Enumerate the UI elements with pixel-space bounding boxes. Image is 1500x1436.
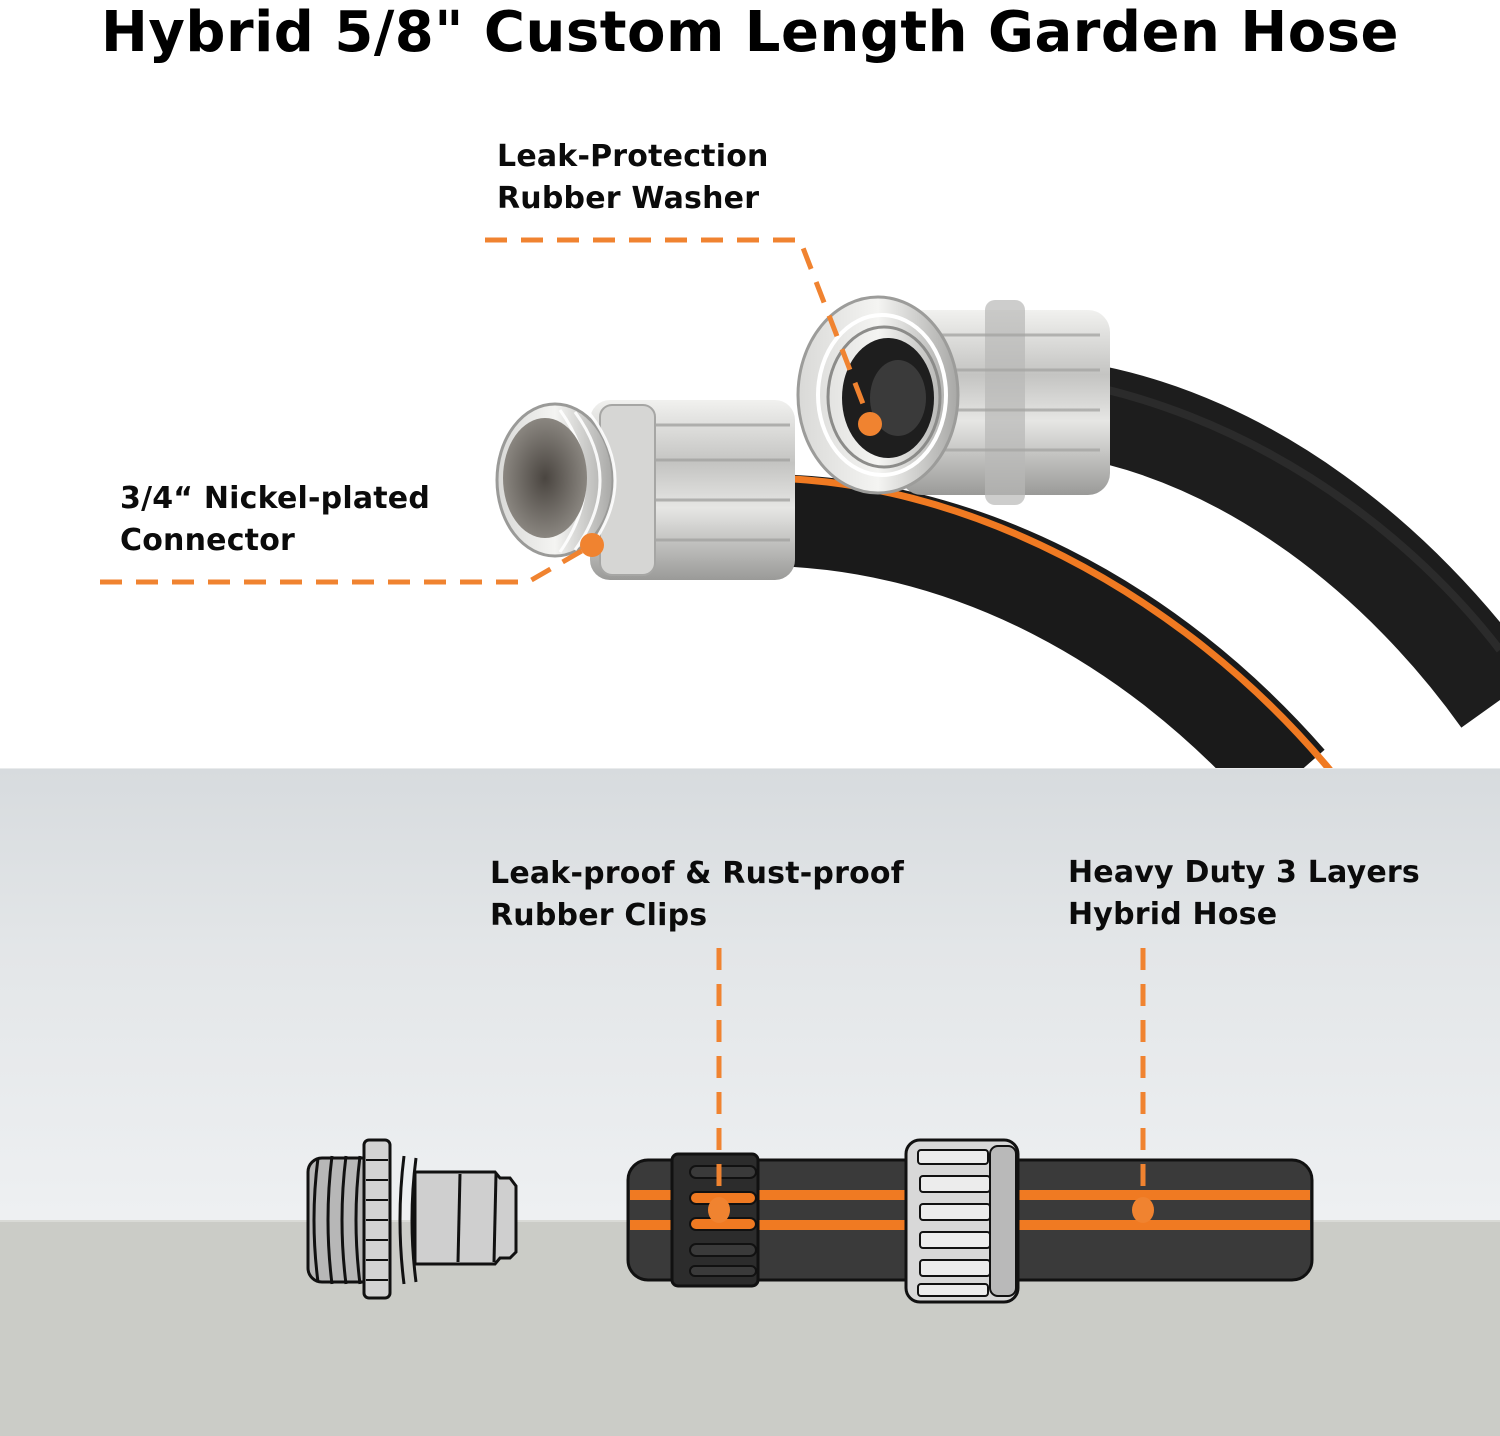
page-title: Hybrid 5/8" Custom Length Garden Hose bbox=[101, 0, 1399, 65]
diagram-hose bbox=[626, 1138, 1314, 1304]
callout-hose: Heavy Duty 3 Layers Hybrid Hose bbox=[1068, 852, 1420, 936]
diagram-backdrop bbox=[0, 768, 1500, 1220]
hose-callout-dot bbox=[1132, 1197, 1154, 1223]
callout-washer-line2: Rubber Washer bbox=[497, 181, 760, 216]
callout-connector-line1: 3/4“ Nickel-plated bbox=[120, 481, 431, 516]
male-connector bbox=[495, 400, 795, 580]
female-connector bbox=[796, 295, 1110, 505]
barbed-fitting bbox=[306, 1138, 518, 1300]
callout-washer: Leak-Protection Rubber Washer bbox=[497, 136, 769, 220]
callout-clips-line1: Leak-proof & Rust-proof bbox=[490, 856, 904, 891]
washer-callout-dot bbox=[858, 412, 882, 436]
callout-washer-line1: Leak-Protection bbox=[497, 139, 769, 174]
callout-hose-line2: Hybrid Hose bbox=[1068, 897, 1278, 932]
callout-hose-line1: Heavy Duty 3 Layers bbox=[1068, 855, 1420, 890]
callout-clips: Leak-proof & Rust-proof Rubber Clips bbox=[490, 853, 904, 937]
callout-connector: 3/4“ Nickel-plated Connector bbox=[120, 478, 430, 562]
clips-callout-dot bbox=[708, 1197, 730, 1223]
callout-connector-line2: Connector bbox=[120, 523, 296, 558]
connector-callout-line bbox=[100, 542, 594, 585]
connector-callout-dot bbox=[580, 533, 604, 557]
washer-callout-line bbox=[485, 237, 873, 423]
callout-clips-line2: Rubber Clips bbox=[490, 898, 708, 933]
